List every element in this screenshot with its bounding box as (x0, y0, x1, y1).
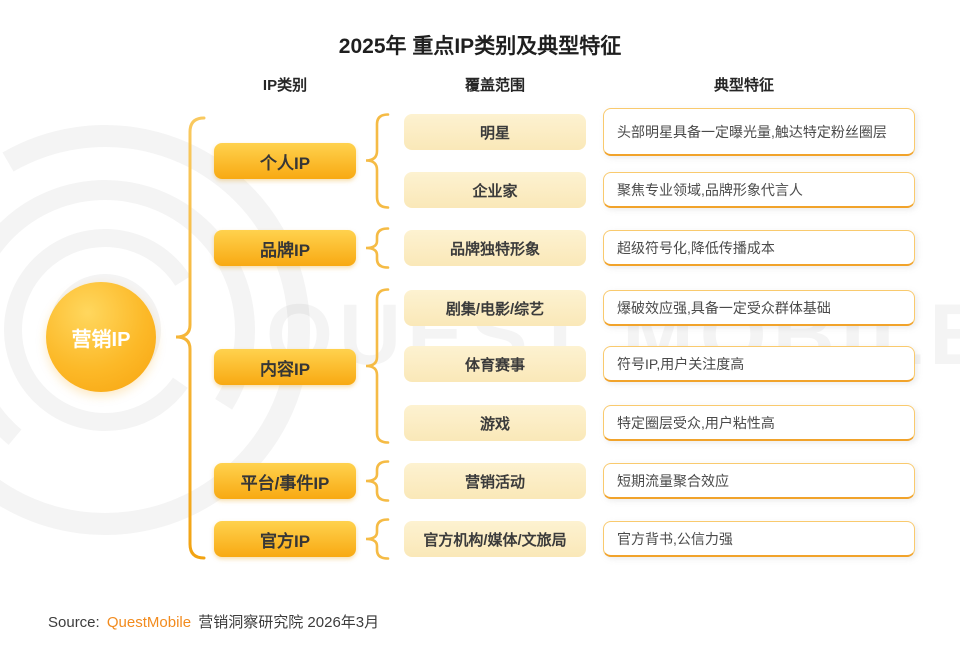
feature-sports-events: 符号IP,用户关注度高 (603, 346, 915, 382)
feature-games: 特定圈层受众,用户粘性高 (603, 405, 915, 441)
feature-entrepreneurs: 聚焦专业领域,品牌形象代言人 (603, 172, 915, 208)
category-official-ip: 官方IP (214, 521, 356, 557)
category-content-ip: 内容IP (214, 349, 356, 385)
coverage-sports-events: 体育赛事 (404, 346, 586, 382)
source-prefix: Source: (48, 614, 100, 631)
coverage-games: 游戏 (404, 405, 586, 441)
coverage-drama-film-variety: 剧集/电影/综艺 (404, 290, 586, 326)
brace-brand-ip (365, 227, 390, 269)
brace-personal-ip (365, 113, 390, 209)
brace-official-ip (365, 518, 390, 560)
column-header-ip-category: IP类别 (262, 77, 308, 94)
feature-marketing-campaigns: 短期流量聚合效应 (603, 463, 915, 499)
coverage-brand-image: 品牌独特形象 (404, 230, 586, 266)
source-attribution: Source: QuestMobile 营销洞察研究院 2026年3月 (48, 611, 379, 632)
column-header-coverage: 覆盖范围 (464, 77, 525, 94)
coverage-marketing-campaigns: 营销活动 (404, 463, 586, 499)
root-node-marketing-ip: 营销IP (46, 282, 156, 392)
coverage-entrepreneurs: 企业家 (404, 172, 586, 208)
coverage-stars: 明星 (404, 114, 586, 150)
page-title: 2025年 重点IP类别及典型特征 (338, 35, 622, 58)
brace-platform-event-ip (365, 460, 390, 502)
column-header-feature: 典型特征 (713, 77, 774, 94)
feature-brand-image: 超级符号化,降低传播成本 (603, 230, 915, 266)
category-personal-ip: 个人IP (214, 143, 356, 179)
feature-official-orgs: 官方背书,公信力强 (603, 521, 915, 557)
feature-drama-film-variety: 爆破效应强,具备一定受众群体基础 (603, 290, 915, 326)
source-brand-questmobile: QuestMobile (106, 614, 192, 631)
coverage-official-orgs: 官方机构/媒体/文旅局 (404, 521, 586, 557)
feature-stars: 头部明星具备一定曝光量,触达特定粉丝圈层 (603, 108, 915, 156)
main-brace-connector (175, 116, 206, 560)
category-brand-ip: 品牌IP (214, 230, 356, 266)
category-platform-event-ip: 平台/事件IP (214, 463, 356, 499)
source-suffix: 营销洞察研究院 2026年3月 (198, 614, 380, 631)
brace-content-ip (365, 288, 390, 444)
